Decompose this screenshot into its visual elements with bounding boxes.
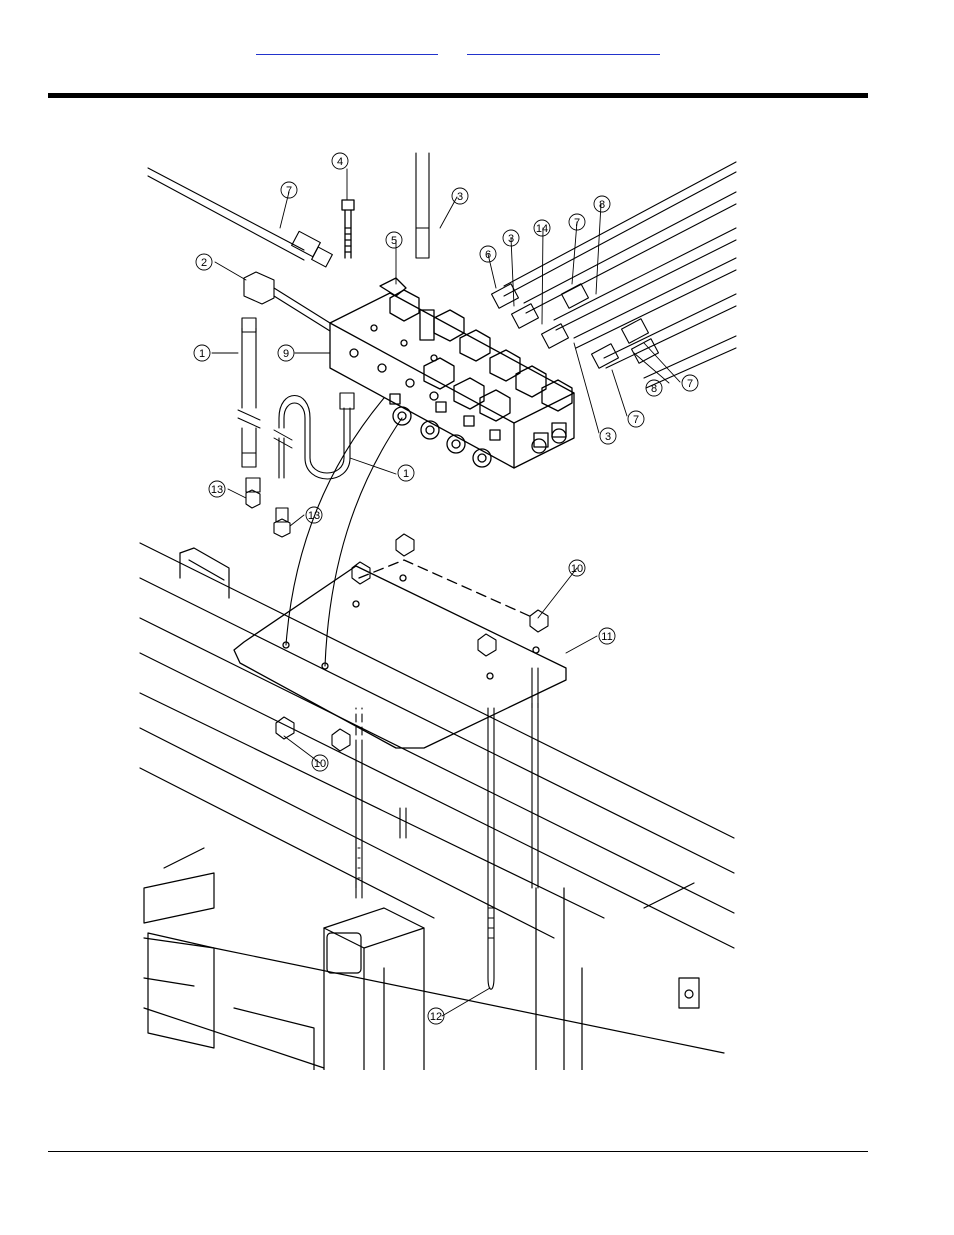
callouts: 4 7 3 2 5 6 3 14 7 8 1 9 8 7 7 3 1 13 13… (194, 153, 698, 1024)
callout-label-7: 7 (286, 185, 292, 197)
parts-diagram: 4 7 3 2 5 6 3 14 7 8 1 9 8 7 7 3 1 13 13… (134, 148, 738, 1070)
callout-label-8: 8 (599, 199, 605, 211)
callout-label-10: 10 (314, 758, 326, 770)
header-rule (48, 93, 868, 98)
callout-label-12: 12 (430, 1011, 442, 1023)
callout-label-3: 3 (457, 191, 463, 203)
callout-label-4: 4 (337, 156, 343, 168)
callout-label-5: 5 (391, 235, 397, 247)
elbow-and-hoses (238, 272, 402, 666)
callout-label-13: 13 (211, 484, 223, 496)
callout-label-13: 13 (308, 510, 320, 522)
callout-label-6: 6 (485, 249, 491, 261)
callout-label-7: 7 (687, 378, 693, 390)
header-link-2[interactable] (467, 38, 660, 55)
mount-plate (234, 560, 566, 748)
footer-rule (48, 1151, 868, 1152)
callout-label-1: 1 (199, 348, 205, 360)
callout-label-3: 3 (508, 233, 514, 245)
lock-nuts (276, 534, 548, 751)
callout-label-14: 14 (536, 223, 548, 235)
valve-manifold (330, 200, 574, 468)
header-link-1[interactable] (256, 38, 438, 55)
callout-label-11: 11 (601, 631, 612, 643)
callout-label-3: 3 (605, 431, 611, 443)
callout-label-2: 2 (201, 257, 207, 269)
callout-label-7: 7 (633, 414, 639, 426)
callout-label-1: 1 (403, 468, 409, 480)
callout-label-7: 7 (574, 217, 580, 229)
callout-label-10: 10 (571, 563, 583, 575)
toolbar-frame (140, 543, 734, 1070)
callout-label-8: 8 (651, 383, 657, 395)
callout-label-9: 9 (283, 348, 289, 360)
